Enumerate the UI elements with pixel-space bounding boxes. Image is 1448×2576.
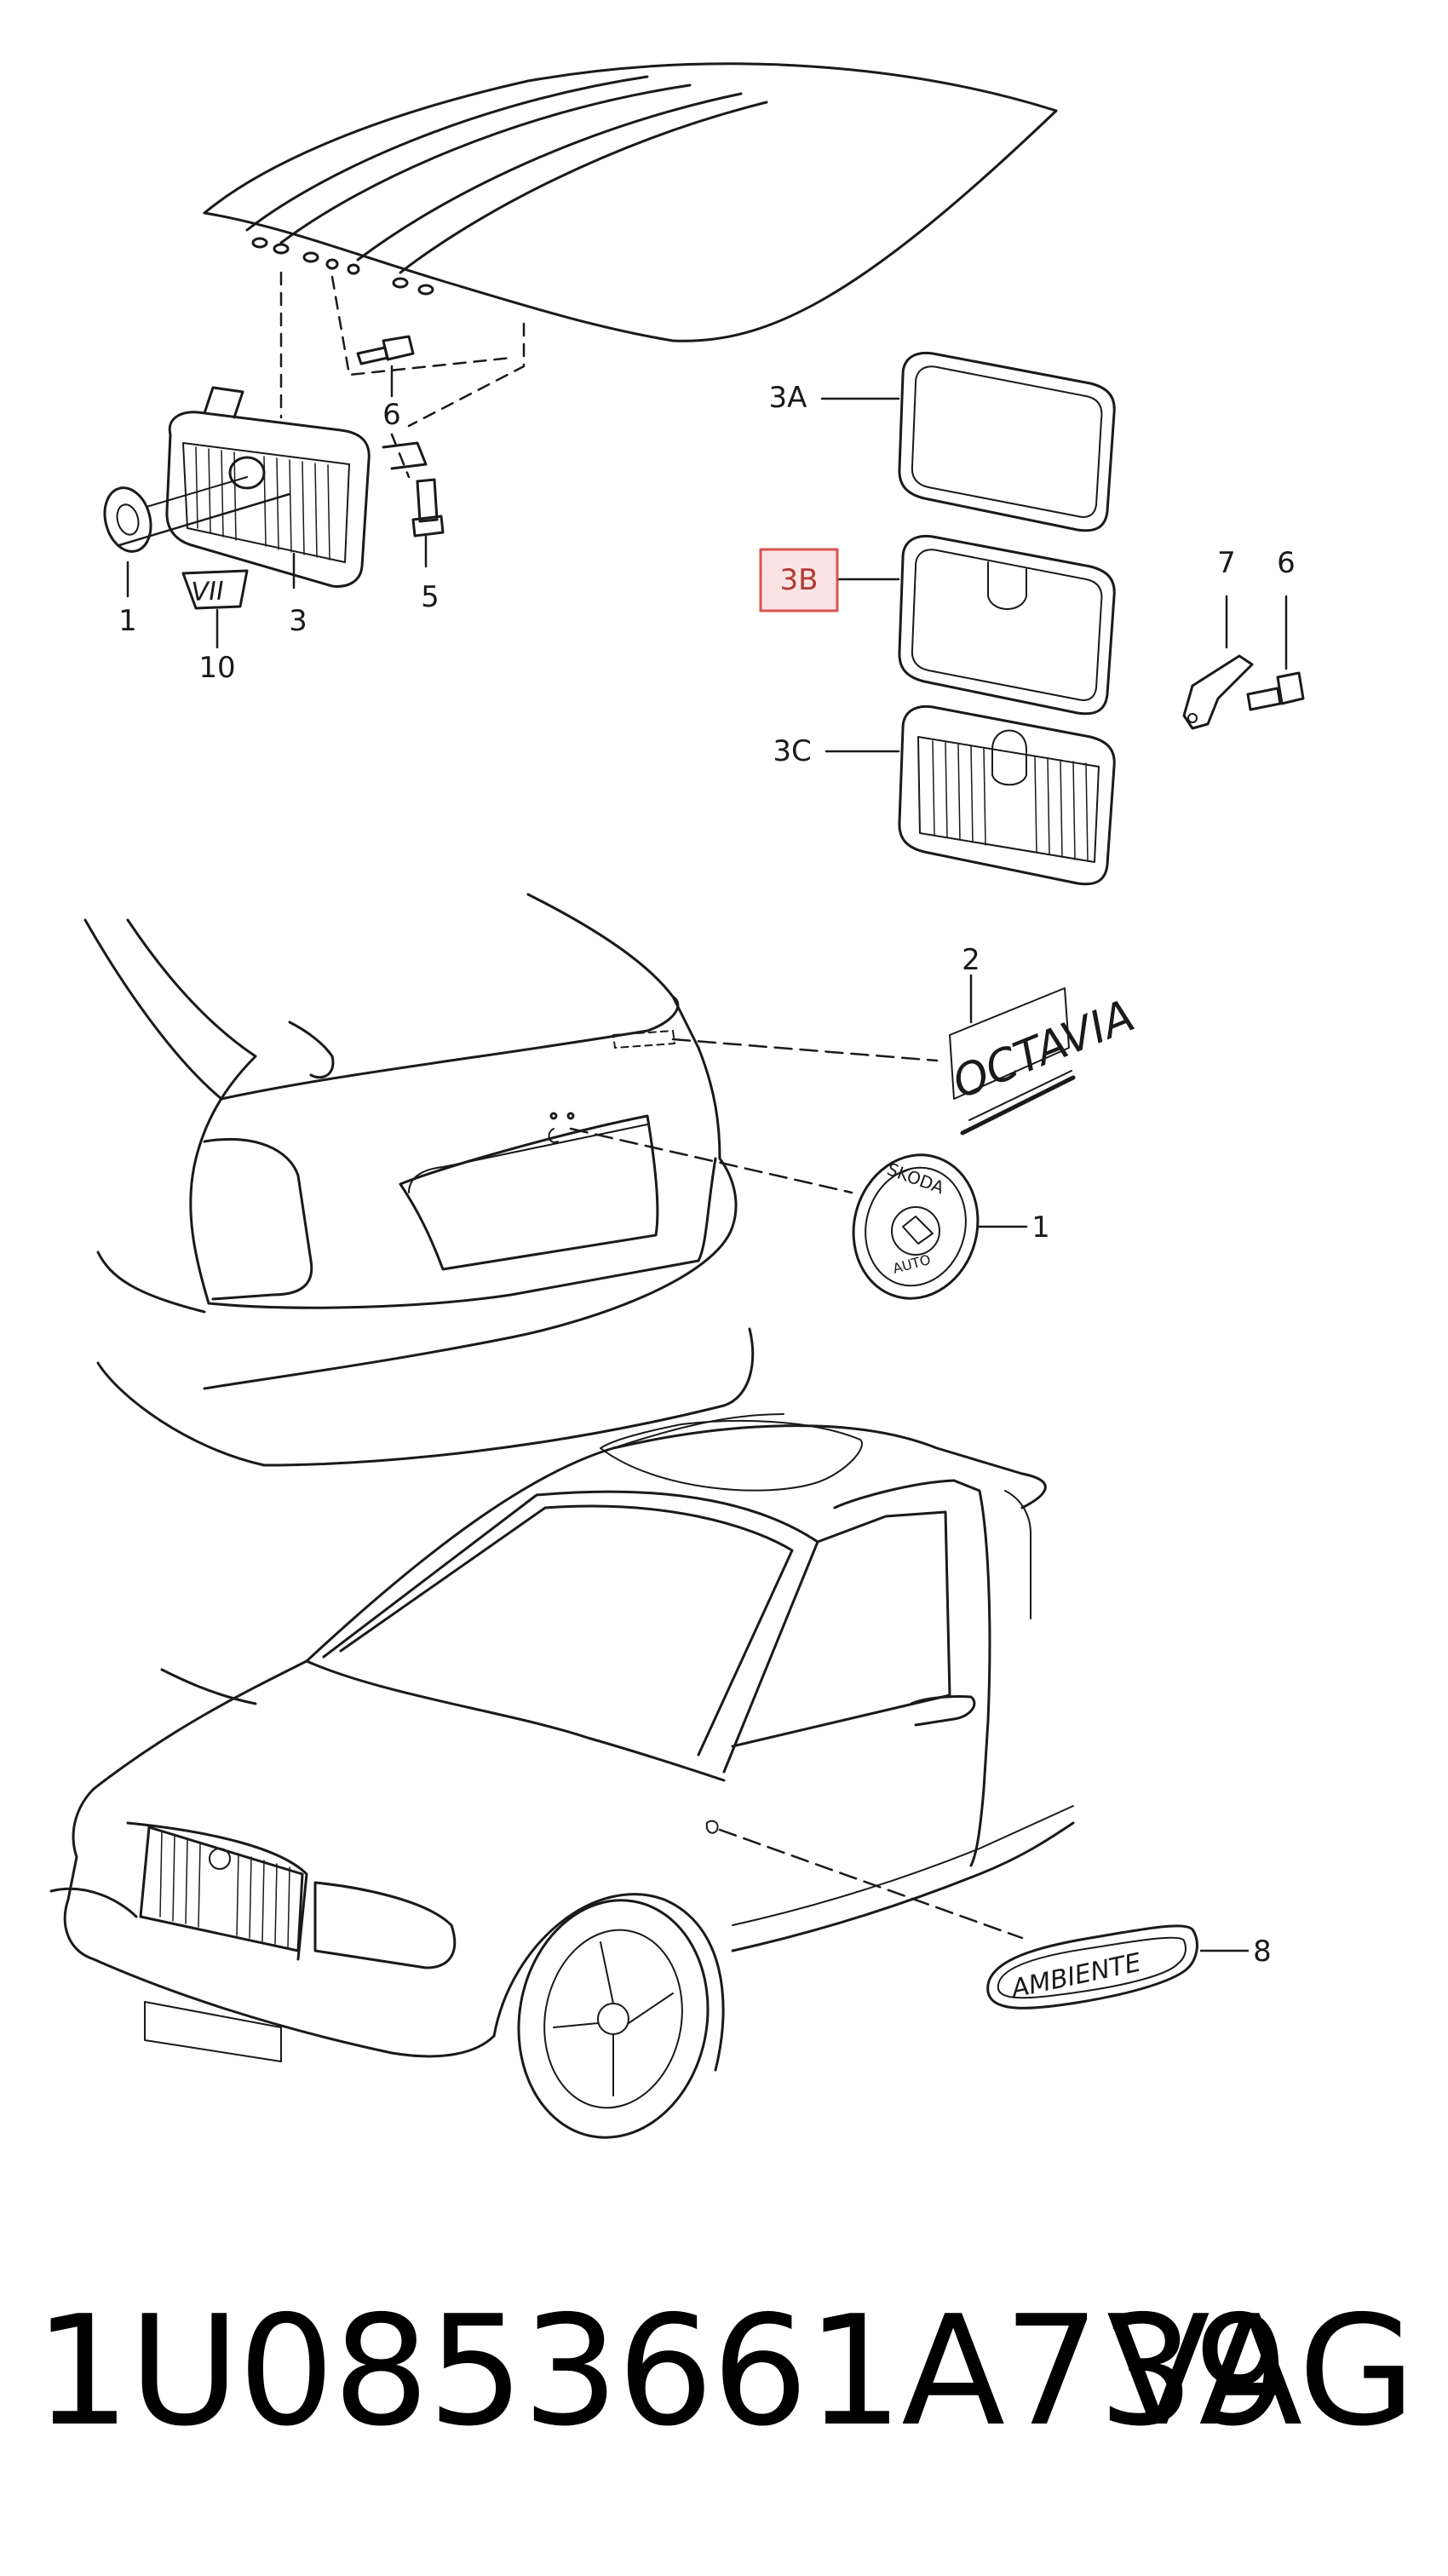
footer: 1U0853661A739 VAG [34, 2283, 1431, 2459]
badge-vii [181, 569, 249, 649]
hood-drawing [203, 62, 1058, 342]
octavia-badge-2 [949, 974, 1076, 1136]
callout-bracket: 7 [1217, 546, 1236, 580]
callout-frame-3a: 3A [769, 381, 807, 415]
hood-bolt-6 [356, 335, 415, 398]
callout-bracket-bolt: 6 [1277, 546, 1296, 580]
rear-leader-lines [569, 1038, 939, 1194]
brand-label: VAG [1106, 2283, 1416, 2459]
vii-text: VII [191, 577, 225, 607]
front-leader-line [718, 1828, 1024, 1940]
emblem-bottom-text: AUTO [891, 1251, 932, 1277]
badge-lettering: OCTAVIA AMBIENTE SKODA AUTO VII [191, 577, 1144, 2005]
rear-car-drawing [83, 893, 755, 1467]
callout-hood-bolt: 6 [382, 398, 401, 432]
assembly-leader-lines [279, 271, 526, 479]
grille-3 [165, 386, 428, 588]
callout-octavia-badge: 2 [962, 943, 980, 977]
frame-3b [833, 534, 1116, 716]
callout-badge-vii: 10 [198, 651, 235, 685]
ambiente-text: AMBIENTE [1007, 1947, 1143, 2004]
grille-emblem-1 [103, 476, 248, 553]
grille-bolt-5 [411, 478, 445, 538]
emblem-top-text: SKODA [884, 1159, 947, 1198]
bracket-7 [1182, 595, 1254, 730]
callout-grille-3c: 3C [773, 734, 811, 768]
callout-grille: 3 [289, 604, 307, 638]
grille-3c [825, 704, 1116, 886]
callout-frame-3b: 3B [780, 563, 819, 597]
highlight-box-3b [759, 548, 839, 612]
callout-ambiente-badge: 8 [1253, 1935, 1272, 1969]
bracket-bolt-6 [1246, 595, 1305, 711]
callout-lines-top-left [118, 492, 428, 598]
callout-grille-bolt: 5 [421, 580, 440, 614]
callout-rear-emblem: 1 [1031, 1210, 1050, 1245]
frame-3a [820, 351, 1116, 532]
callout-labels: 6 1 3 5 10 3A 3B 3C 7 6 2 1 8 [118, 381, 1296, 1969]
rear-emblem-1 [852, 1153, 1028, 1300]
front-car-drawing [49, 1413, 1075, 2139]
part-number: 1U0853661A739 [34, 2283, 1290, 2459]
ambiente-badge-8 [986, 1924, 1250, 2010]
callout-grille-emblem: 1 [118, 604, 137, 638]
